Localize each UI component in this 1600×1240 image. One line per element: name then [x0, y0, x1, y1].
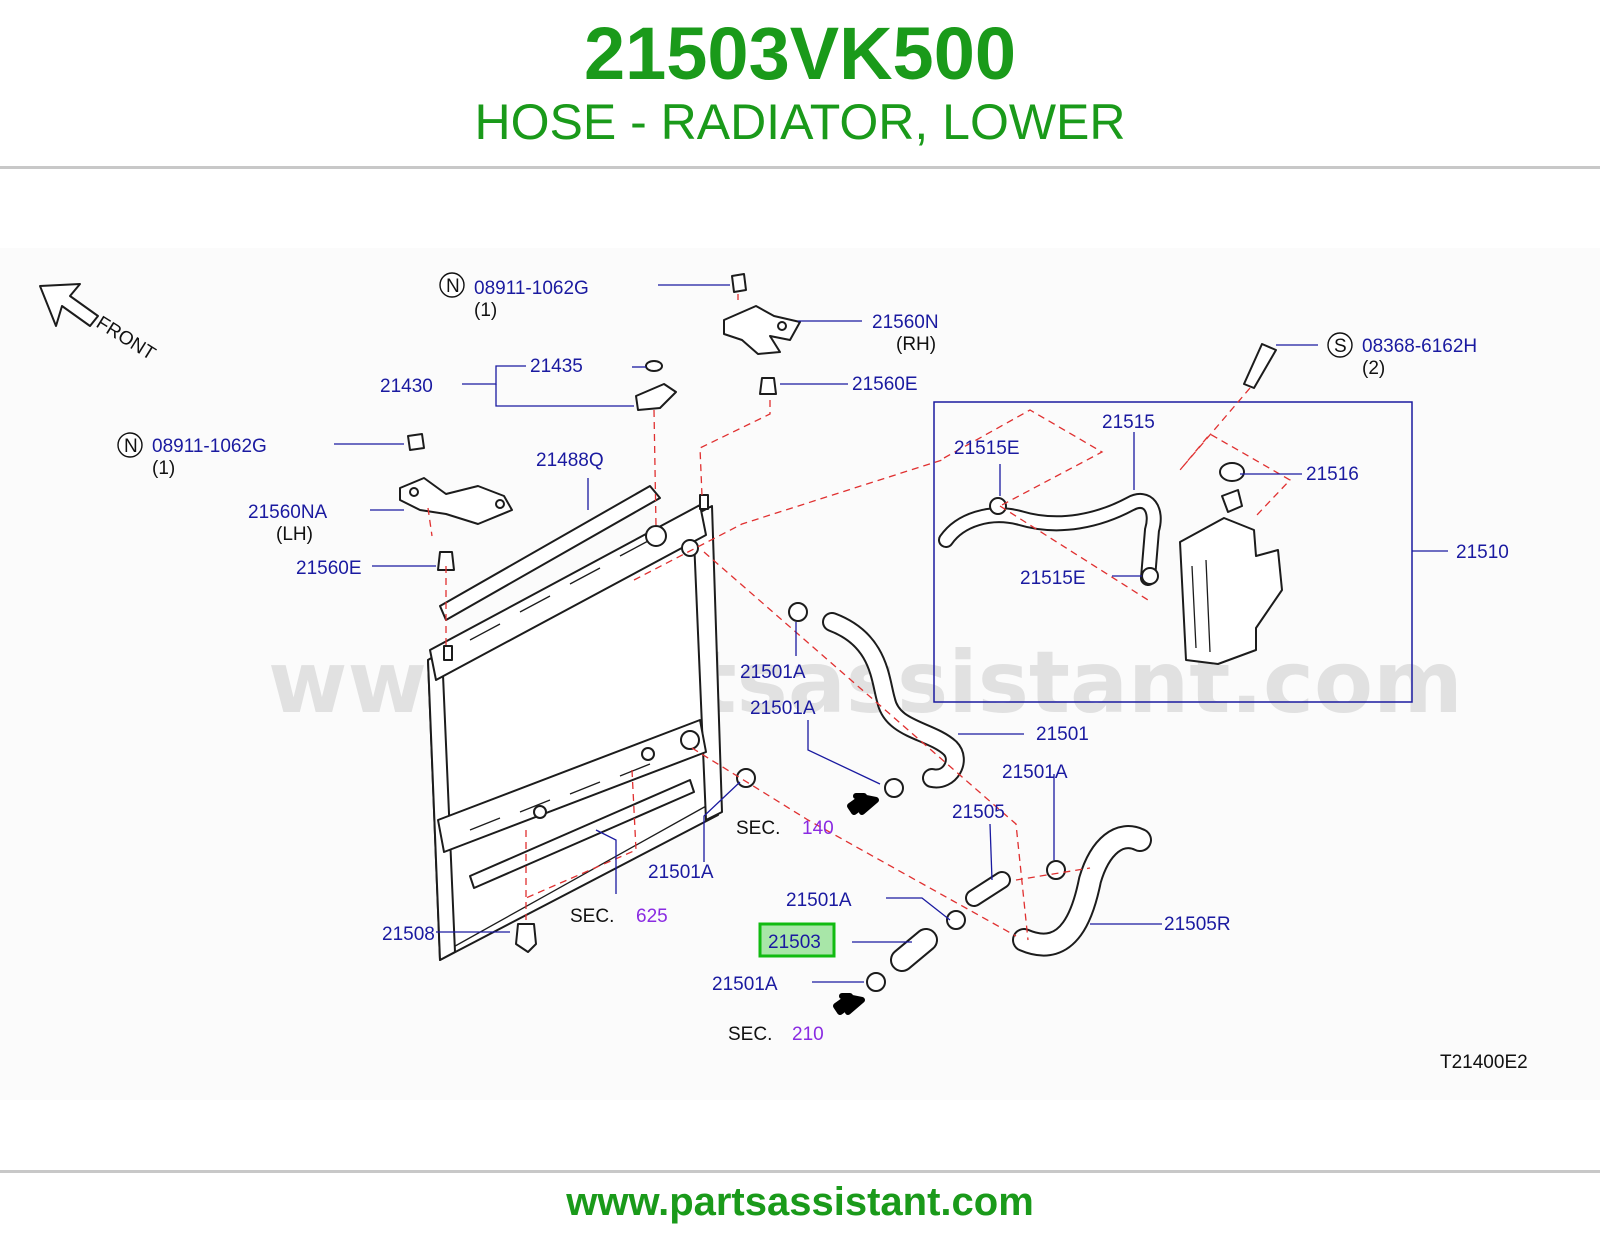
section-prefix: SEC. — [736, 818, 780, 839]
callout-n-bolt-left[interactable]: N 08911-1062G (1) — [117, 432, 267, 479]
callout-21505r[interactable]: 21505R — [1164, 914, 1231, 935]
callout-qty: (2) — [1362, 358, 1385, 379]
seal-strip-upper-icon — [439, 485, 661, 621]
callout-21560na-side: (LH) — [276, 524, 313, 545]
footer-website-link[interactable]: www.partsassistant.com — [566, 1180, 1034, 1224]
section-ref-210[interactable]: SEC. 210 — [728, 1024, 824, 1045]
callout-21560n-side: (RH) — [896, 334, 936, 355]
screw-icon — [1243, 343, 1277, 389]
clamp-icon — [736, 602, 1066, 992]
callout-part-number: 08911-1062G — [152, 436, 267, 457]
nut-top-icon — [731, 273, 747, 293]
front-arrow-icon — [39, 283, 99, 327]
figure-code: T21400E2 — [1440, 1052, 1528, 1073]
callout-21488q[interactable]: 21488Q — [536, 450, 604, 471]
cap-seal-icon — [645, 360, 663, 372]
leader-lines — [334, 284, 1448, 983]
hose-clip-bottom-icon — [1141, 567, 1159, 585]
callout-21560e-top[interactable]: 21560E — [852, 374, 918, 395]
diagram-panel — [0, 248, 1600, 1100]
callout-21501a-1[interactable]: 21501A — [740, 662, 806, 683]
arrow-sec-210-icon — [833, 993, 865, 1015]
part-description: HOSE - RADIATOR, LOWER — [474, 94, 1126, 150]
callout-21501[interactable]: 21501 — [1036, 724, 1089, 745]
section-number: 210 — [792, 1024, 824, 1045]
callout-21501a-6[interactable]: 21501A — [712, 974, 778, 995]
footer-divider — [0, 1170, 1600, 1173]
n-symbol-icon — [439, 272, 465, 298]
arrow-sec-140-icon — [847, 793, 879, 815]
callout-21505[interactable]: 21505 — [952, 802, 1005, 823]
mount-bracket-lh-icon — [399, 477, 513, 525]
header-divider — [0, 166, 1600, 169]
callout-21515e-top[interactable]: 21515E — [954, 438, 1020, 459]
callout-qty: (1) — [474, 300, 497, 321]
callout-21560e-left[interactable]: 21560E — [296, 558, 362, 579]
s-symbol-icon — [1327, 332, 1353, 358]
callout-qty: (1) — [152, 458, 175, 479]
highlight-box — [758, 922, 836, 958]
guide-lines — [427, 294, 1292, 941]
callout-21501a-2[interactable]: 21501A — [750, 698, 816, 719]
hose-clip-top-icon — [989, 497, 1007, 515]
callout-21515[interactable]: 21515 — [1102, 412, 1155, 433]
reservoir-cap-icon — [1219, 462, 1245, 482]
callout-part-number: 08911-1062G — [474, 278, 589, 299]
reservoir-tank-icon — [1179, 489, 1283, 665]
callout-21508[interactable]: 21508 — [382, 924, 435, 945]
callout-prefix: S — [1334, 336, 1347, 357]
page-header: 21503VK500 HOSE - RADIATOR, LOWER — [0, 0, 1600, 168]
nut-left-icon — [407, 433, 425, 451]
callout-21503-highlight[interactable]: 21503 — [758, 922, 836, 958]
section-ref-140[interactable]: SEC. 140 — [736, 818, 834, 839]
section-number: 140 — [802, 818, 834, 839]
callout-21430[interactable]: 21430 — [380, 376, 433, 397]
callout-prefix: N — [124, 436, 138, 457]
section-number: 625 — [636, 906, 668, 927]
callout-21515e-bottom[interactable]: 21515E — [1020, 568, 1086, 589]
grommet-top-icon — [759, 377, 777, 395]
callout-n-bolt-top[interactable]: N 08911-1062G (1) — [439, 272, 589, 321]
callout-21435[interactable]: 21435 — [530, 356, 583, 377]
n-symbol-icon — [117, 432, 143, 458]
radiator-core-icon — [427, 494, 723, 961]
part-number-title: 21503VK500 — [583, 12, 1017, 95]
callout-21501a-4[interactable]: 21501A — [648, 862, 714, 883]
reservoir-group-box — [933, 401, 1413, 703]
radiator-cap-icon — [635, 383, 677, 411]
callout-21503: 21503 — [768, 932, 821, 953]
callout-21501a-3[interactable]: 21501A — [1002, 762, 1068, 783]
callout-part-number: 08368-6162H — [1362, 336, 1477, 357]
section-ref-625[interactable]: SEC. 625 — [570, 906, 668, 927]
grommet-left-icon — [437, 551, 455, 571]
section-prefix: SEC. — [570, 906, 614, 927]
callout-prefix: N — [446, 276, 460, 297]
drain-plug-icon — [515, 923, 537, 953]
callout-21560n[interactable]: 21560N — [872, 312, 939, 333]
callout-21560na[interactable]: 21560NA — [248, 502, 328, 523]
callout-21510[interactable]: 21510 — [1456, 542, 1509, 563]
section-prefix: SEC. — [728, 1024, 772, 1045]
callout-21516[interactable]: 21516 — [1306, 464, 1359, 485]
mount-bracket-rh-icon — [723, 305, 801, 355]
callout-21501a-5[interactable]: 21501A — [786, 890, 852, 911]
callout-s-screw[interactable]: S 08368-6162H (2) — [1327, 332, 1477, 379]
